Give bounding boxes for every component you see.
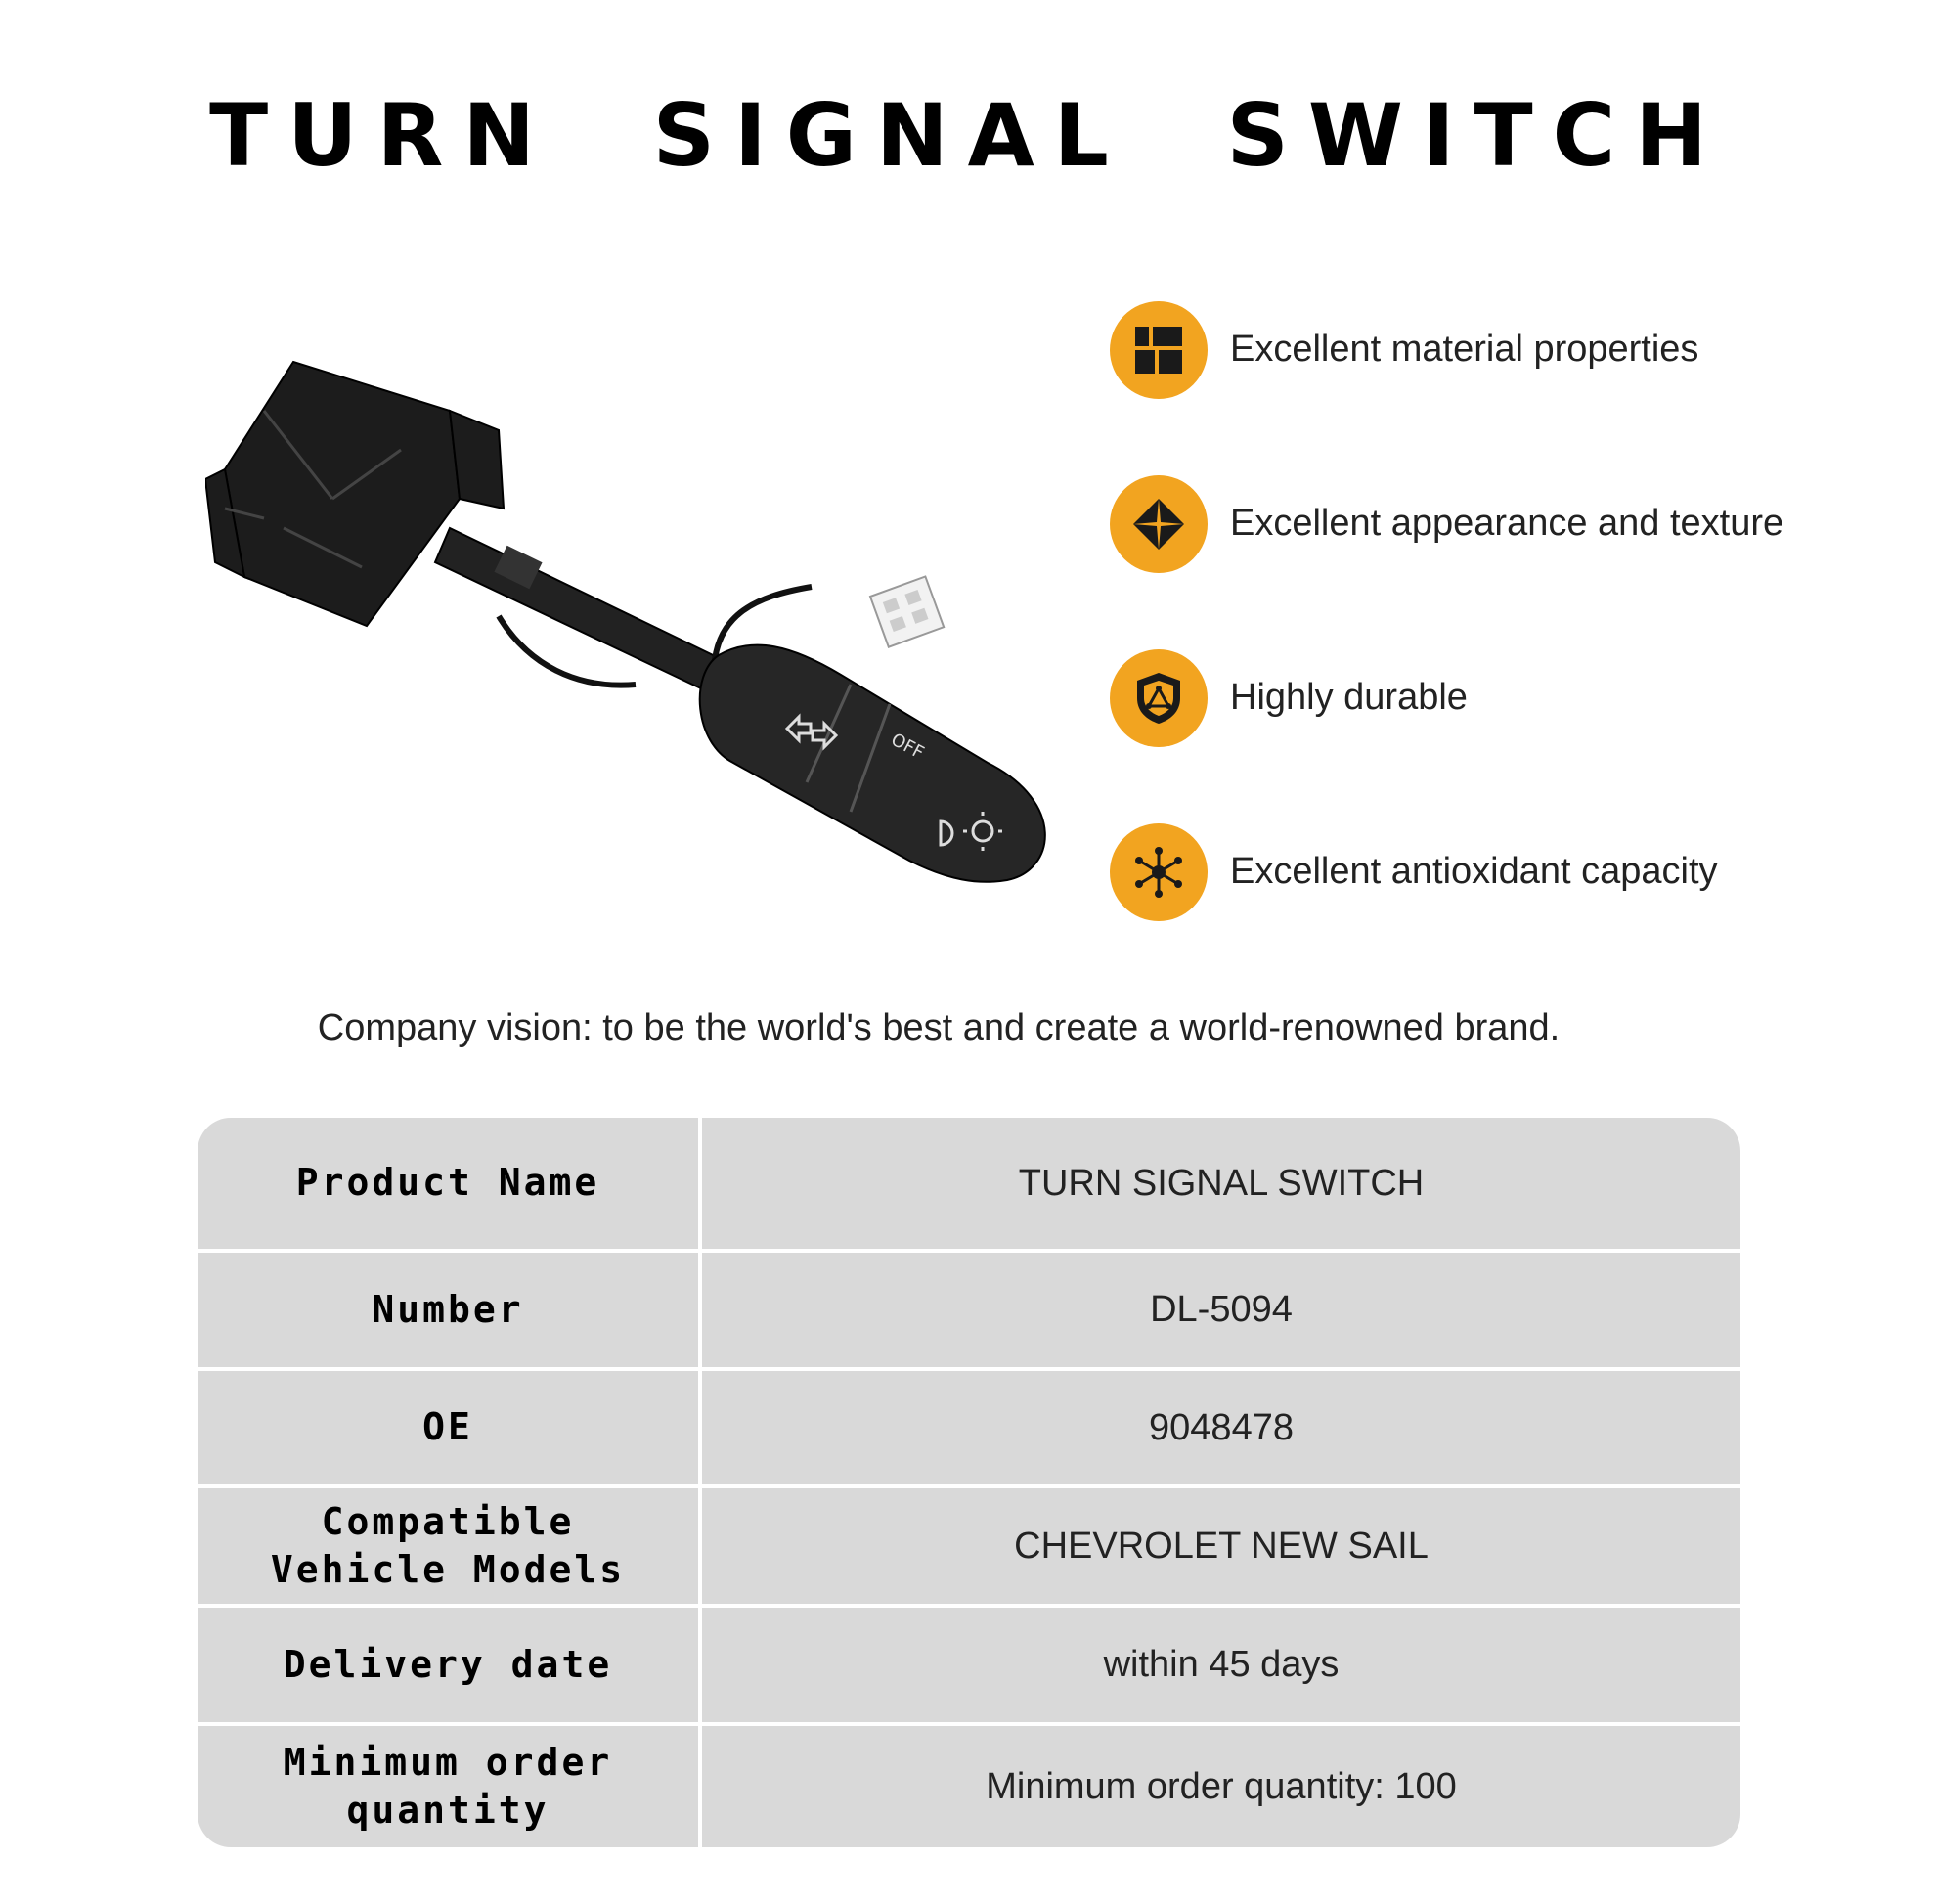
row-divider [198,1604,1740,1608]
column-divider [698,1118,702,1847]
row-value: TURN SIGNAL SWITCH [1018,1162,1425,1204]
table-row: Delivery date within 45 days [198,1608,1740,1722]
row-value: Minimum order quantity: 100 [986,1765,1457,1807]
row-divider [198,1722,1740,1726]
table-row: OE 9048478 [198,1371,1740,1484]
row-divider [198,1484,1740,1488]
row-divider [198,1367,1740,1371]
row-value: within 45 days [1103,1644,1340,1685]
molecule-icon [1110,823,1208,921]
row-value: 9048478 [1149,1406,1294,1448]
table-row: Product Name TURN SIGNAL SWITCH [198,1118,1740,1249]
row-key: Product Name [295,1161,600,1205]
feature-item: Highly durable [1110,649,1853,747]
shield-triangle-icon [1110,649,1208,747]
row-value: CHEVROLET NEW SAIL [1014,1525,1429,1567]
spec-table: Product Name TURN SIGNAL SWITCH Number D… [198,1118,1740,1847]
blocks-icon [1110,301,1208,399]
diamond-quadrant-icon [1110,475,1208,573]
feature-item: Excellent material properties [1110,301,1853,399]
feature-label: Excellent appearance and texture [1230,503,1784,544]
feature-item: Excellent antioxidant capacity [1110,823,1853,921]
table-row: Number DL-5094 [198,1253,1740,1367]
table-row: Minimum order quantity Minimum order qua… [198,1726,1740,1847]
row-key: Compatible Vehicle Models [270,1499,626,1591]
feature-label: Highly durable [1230,677,1468,718]
feature-item: Excellent appearance and texture [1110,475,1853,573]
table-row: Compatible Vehicle Models CHEVROLET NEW … [198,1488,1740,1604]
row-key: Delivery date [283,1642,613,1686]
row-value: DL-5094 [1150,1289,1293,1330]
feature-label: Excellent material properties [1230,329,1699,370]
page-title: TURN SIGNAL SWITCH [209,85,1727,186]
row-key: OE [422,1405,473,1449]
product-image: OFF [203,352,1085,939]
row-key: Number [372,1287,524,1331]
company-vision: Company vision: to be the world's best a… [317,1007,1561,1048]
row-key: Minimum order quantity [283,1740,613,1832]
row-divider [198,1249,1740,1253]
feature-label: Excellent antioxidant capacity [1230,851,1718,892]
